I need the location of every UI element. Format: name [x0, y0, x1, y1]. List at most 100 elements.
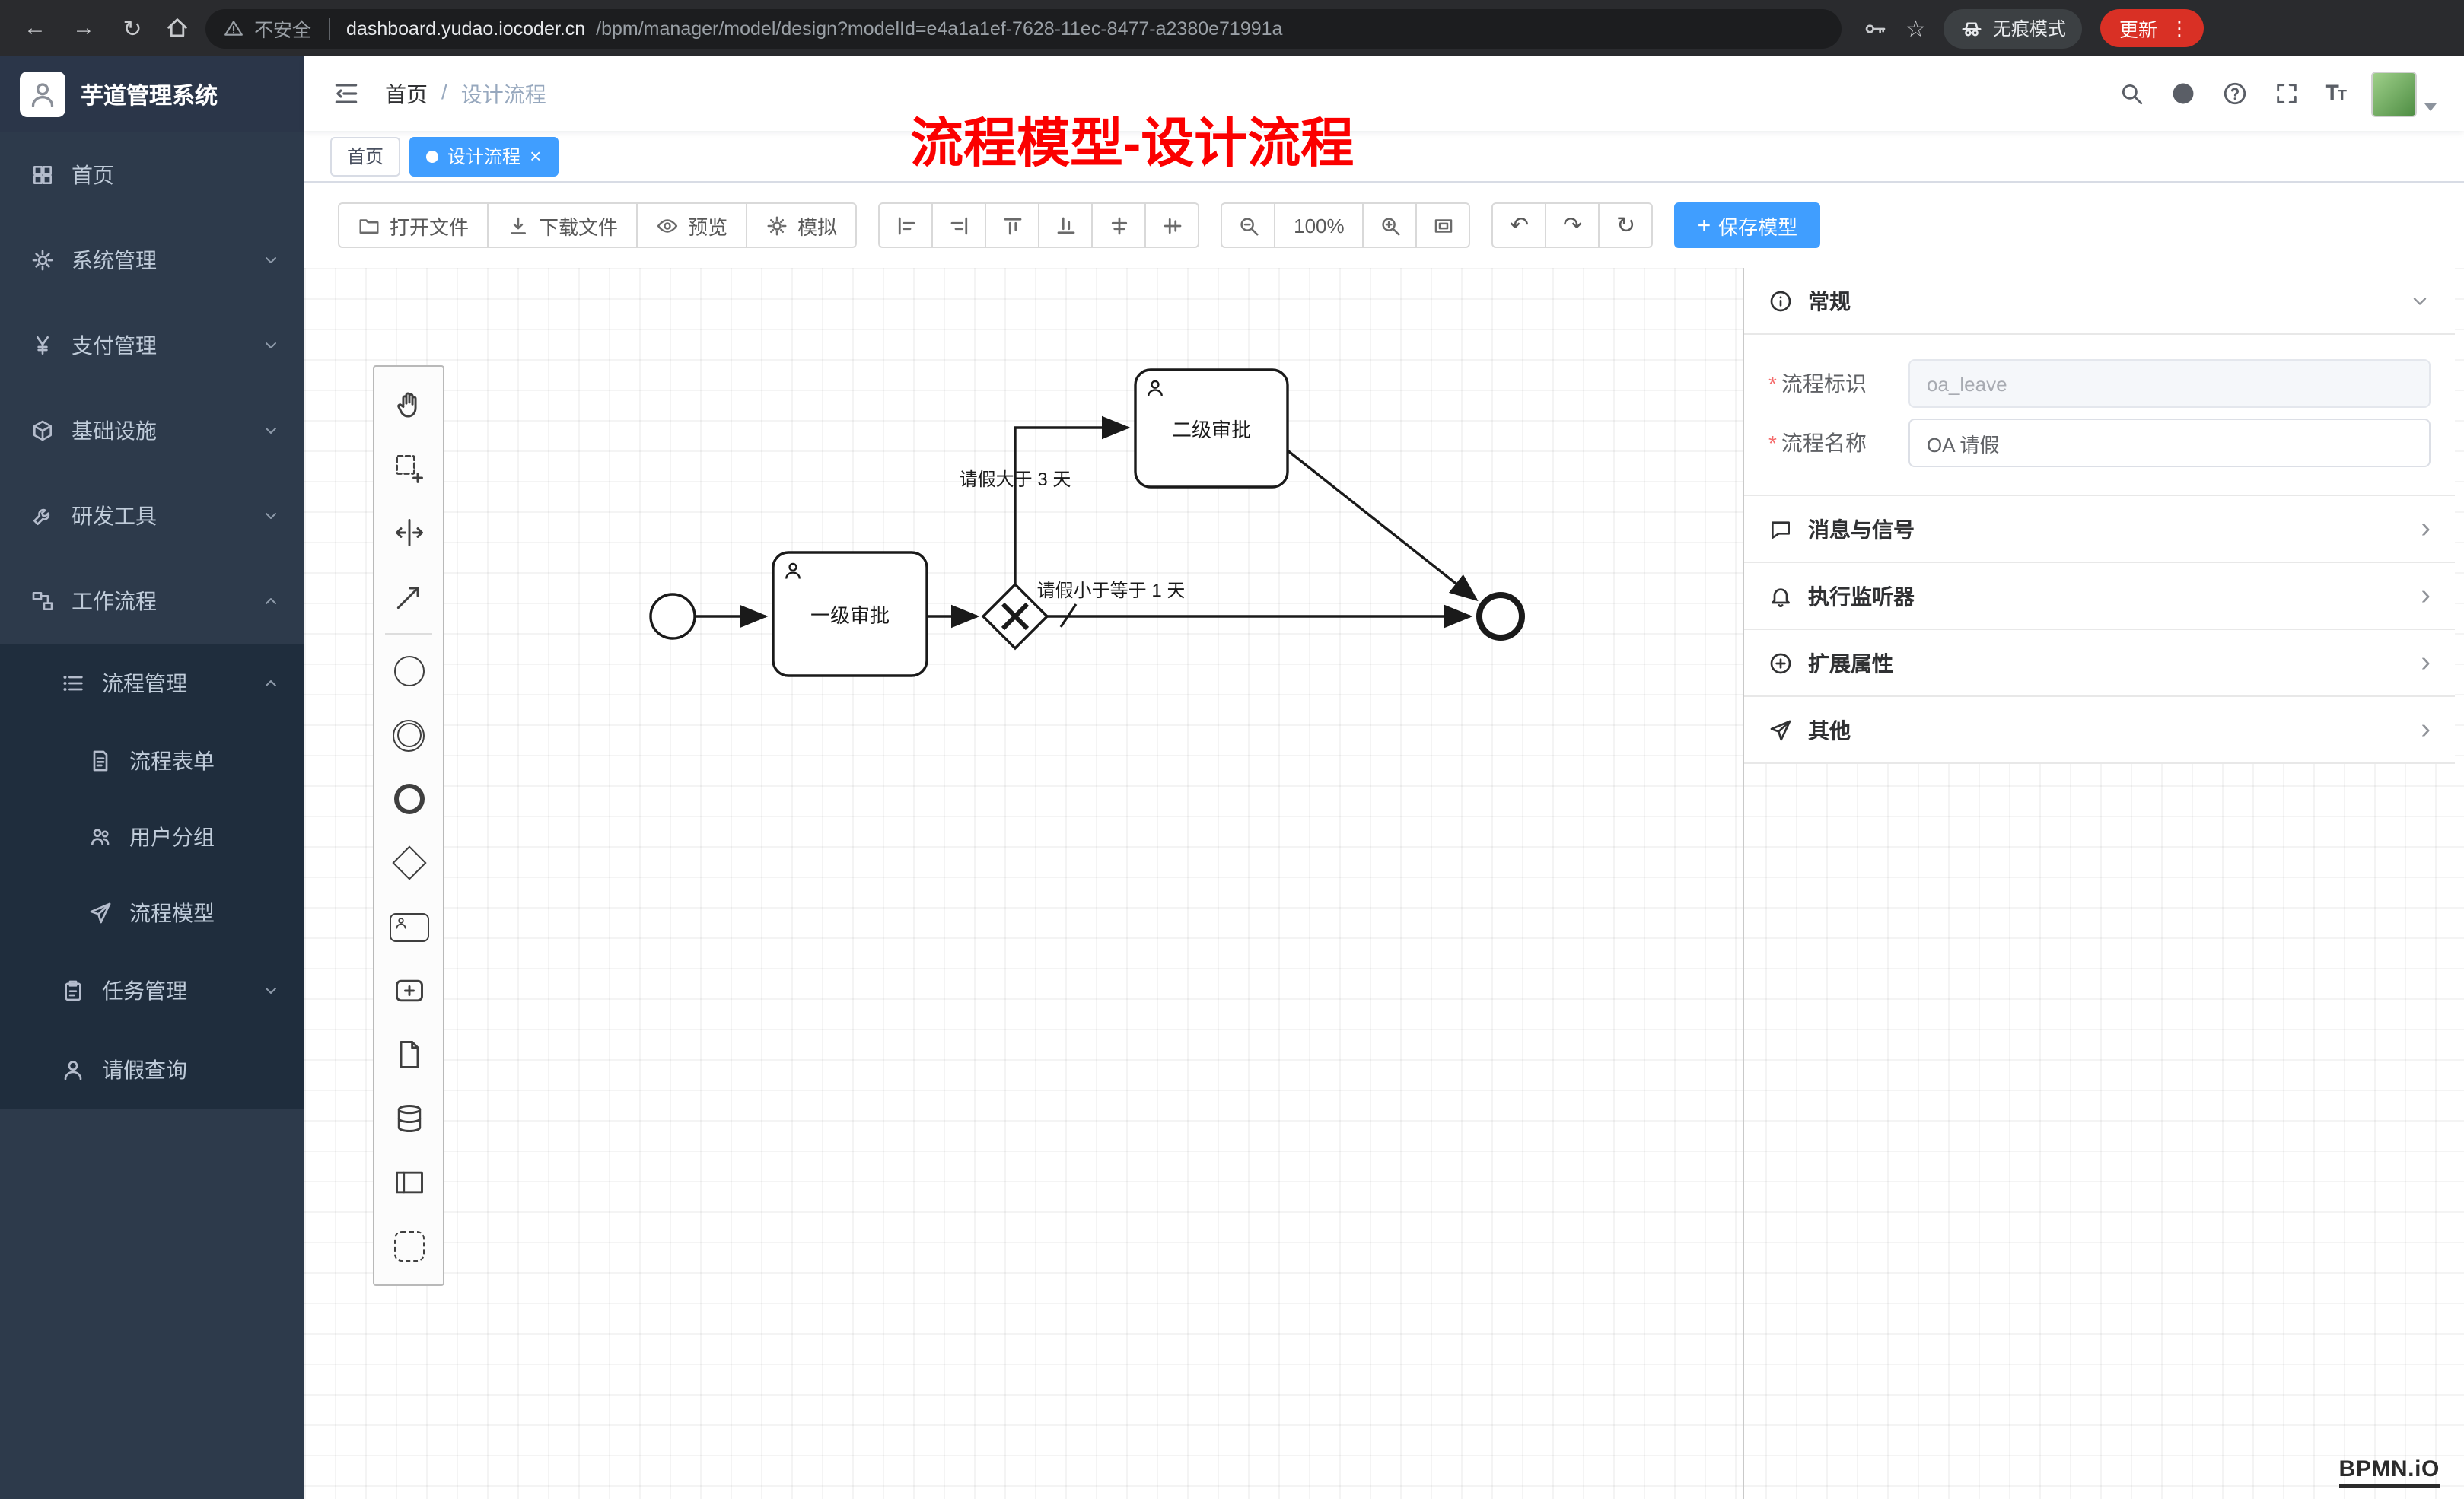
data-object-icon[interactable] — [374, 1023, 443, 1087]
align-center-vertical-button[interactable] — [1144, 202, 1200, 248]
tab-home[interactable]: 首页 — [330, 136, 401, 176]
breadcrumb-home[interactable]: 首页 — [385, 81, 428, 106]
reload-icon[interactable]: ↻ — [123, 16, 142, 42]
save-model-button[interactable]: + 保存模型 — [1674, 202, 1821, 248]
wrench-icon — [30, 504, 55, 528]
close-icon[interactable]: × — [530, 145, 542, 167]
bpmn-canvas[interactable]: 一级审批 二级审批 请假大于 3 天 请假小于等于 1 天 常规 — [304, 268, 2464, 1499]
key-icon[interactable] — [1863, 16, 1887, 40]
process-key-input[interactable] — [1908, 359, 2431, 408]
zoom-out-button[interactable] — [1221, 202, 1276, 248]
align-left-button[interactable] — [878, 202, 934, 248]
sidebar-item-system[interactable]: 系统管理 — [0, 218, 304, 303]
active-dot — [426, 150, 439, 162]
participant-pool-icon[interactable] — [374, 1151, 443, 1214]
panel-section-extended[interactable]: 扩展属性 › — [1744, 630, 2455, 697]
align-center-horizontal-button[interactable] — [1091, 202, 1147, 248]
document-icon — [88, 749, 113, 773]
sidebar-item-process-manage[interactable]: 流程管理 — [0, 644, 304, 723]
panel-section-messages[interactable]: 消息与信号 › — [1744, 496, 2455, 563]
hand-tool-icon[interactable] — [374, 373, 443, 437]
field-label: *流程标识 — [1768, 371, 1867, 396]
start-event[interactable] — [649, 593, 696, 640]
task-first-approval[interactable] — [772, 551, 928, 677]
section-title: 执行监听器 — [1808, 584, 1915, 608]
menu-dots-icon[interactable]: ⋮ — [2169, 16, 2189, 39]
sidebar-collapse-icon[interactable] — [332, 79, 361, 108]
plus-circle-icon — [1768, 651, 1793, 675]
github-icon[interactable] — [2170, 81, 2195, 107]
flow-task2-to-end[interactable] — [1286, 449, 1479, 602]
panel-section-other[interactable]: 其他 › — [1744, 697, 2455, 764]
lasso-tool-icon[interactable] — [374, 437, 443, 501]
group-icon[interactable] — [374, 1214, 443, 1278]
align-right-icon — [947, 214, 970, 237]
subprocess-icon[interactable] — [374, 959, 443, 1023]
sidebar-item-devtools[interactable]: 研发工具 — [0, 473, 304, 559]
end-event-icon[interactable] — [374, 767, 443, 831]
task-second-approval[interactable] — [1134, 368, 1289, 489]
sidebar-item-process-form[interactable]: 流程表单 — [0, 723, 304, 799]
home-icon[interactable] — [164, 15, 190, 41]
zoom-in-button[interactable] — [1362, 202, 1418, 248]
align-top-button[interactable] — [985, 202, 1040, 248]
space-tool-icon[interactable] — [374, 501, 443, 565]
designer-toolbar: 打开文件 下载文件 预览 模拟 — [304, 183, 2464, 268]
sidebar-item-process-model[interactable]: 流程模型 — [0, 875, 304, 951]
logo-avatar — [20, 72, 65, 117]
chevron-up-icon — [262, 592, 280, 610]
redo-button[interactable]: ↷ — [1545, 202, 1600, 248]
forward-icon[interactable]: → — [72, 15, 95, 41]
app-logo: 芋道管理系统 — [0, 56, 304, 132]
download-file-button[interactable]: 下载文件 — [487, 202, 638, 248]
yen-icon — [30, 333, 55, 358]
person-icon — [61, 1058, 85, 1082]
gateway-icon[interactable] — [374, 831, 443, 895]
sidebar-item-infrastructure[interactable]: 基础设施 — [0, 388, 304, 473]
align-right-button[interactable] — [931, 202, 987, 248]
intermediate-event-icon[interactable] — [374, 703, 443, 767]
panel-section-general[interactable]: 常规 — [1744, 268, 2455, 335]
panel-section-listeners[interactable]: 执行监听器 › — [1744, 563, 2455, 630]
tab-design-process[interactable]: 设计流程 × — [409, 136, 559, 176]
url-bar[interactable]: 不安全 dashboard.yudao.iocoder.cn/bpm/manag… — [205, 8, 1842, 48]
bpmn-palette — [373, 365, 444, 1286]
bookmark-star-icon[interactable]: ☆ — [1905, 16, 1926, 42]
redo-icon: ↷ — [1563, 213, 1583, 239]
start-event-icon[interactable] — [374, 639, 443, 703]
sidebar-item-payment[interactable]: 支付管理 — [0, 303, 304, 388]
avatar[interactable] — [2371, 71, 2417, 116]
open-file-button[interactable]: 打开文件 — [338, 202, 489, 248]
update-button[interactable]: 更新 ⋮ — [2100, 9, 2205, 47]
font-size-icon[interactable]: TT — [2325, 81, 2347, 107]
help-icon[interactable] — [2221, 81, 2247, 107]
sidebar-item-leave-query[interactable]: 请假查询 — [0, 1030, 304, 1109]
flow-gateway-to-task2[interactable] — [1014, 415, 1131, 584]
send-icon — [88, 901, 113, 925]
back-icon[interactable]: ← — [24, 15, 46, 41]
user-task-icon[interactable] — [374, 895, 443, 959]
preview-button[interactable]: 预览 — [636, 202, 748, 248]
header-actions: TT — [2118, 71, 2437, 116]
align-bottom-button[interactable] — [1038, 202, 1094, 248]
connect-tool-icon[interactable] — [374, 565, 443, 629]
process-name-input[interactable] — [1908, 419, 2431, 467]
restart-button[interactable]: ↻ — [1598, 202, 1654, 248]
sidebar-item-user-group[interactable]: 用户分组 — [0, 799, 304, 875]
search-icon[interactable] — [2118, 81, 2144, 107]
sidebar-item-home[interactable]: 首页 — [0, 132, 304, 218]
bpmn-io-logo[interactable]: BPMN.iO — [2338, 1456, 2440, 1488]
undo-button[interactable]: ↶ — [1491, 202, 1547, 248]
list-icon — [61, 671, 85, 695]
fit-viewport-button[interactable] — [1415, 202, 1471, 248]
end-event[interactable] — [1476, 592, 1525, 641]
fullscreen-icon[interactable] — [2273, 81, 2299, 107]
user-menu[interactable] — [2371, 71, 2437, 116]
button-label: 模拟 — [797, 215, 838, 238]
sidebar-item-workflow[interactable]: 工作流程 — [0, 559, 304, 644]
data-store-icon[interactable] — [374, 1087, 443, 1151]
sidebar-item-task-manage[interactable]: 任务管理 — [0, 951, 304, 1030]
breadcrumb: 首页 / 设计流程 — [385, 78, 546, 109]
simulate-button[interactable]: 模拟 — [746, 202, 858, 248]
